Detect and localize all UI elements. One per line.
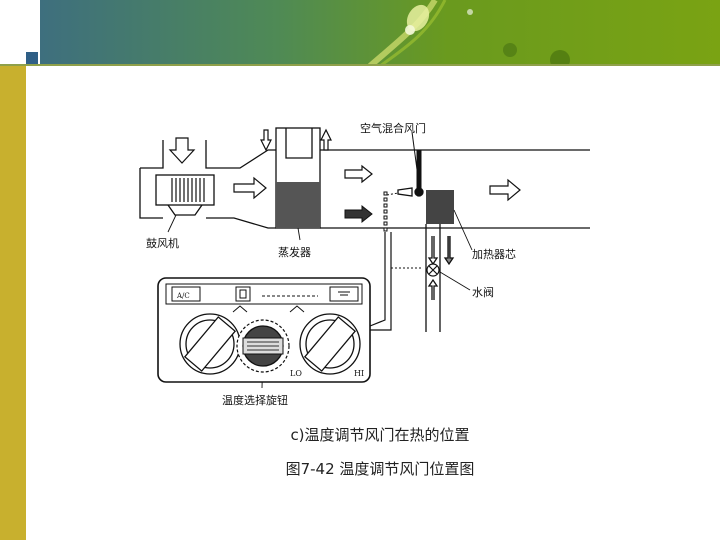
sub-caption: c)温度调节风门在热的位置 <box>290 426 470 444</box>
panel-lo-label: LO <box>290 369 302 378</box>
air-mix-door <box>397 131 424 197</box>
heater-core-label: 加热器芯 <box>472 247 516 261</box>
left-accent-bar <box>0 66 26 540</box>
corner-square <box>26 52 38 66</box>
temp-knob-label: 温度选择旋钮 <box>222 393 288 407</box>
evaporator-core <box>276 182 320 228</box>
air-mix-door-label: 空气混合风门 <box>360 121 426 135</box>
blower-label: 鼓风机 <box>146 236 179 250</box>
figure-caption: 图7-42 温度调节风门位置图 <box>285 460 475 478</box>
flow-arrows <box>168 128 521 202</box>
water-pipes <box>425 224 455 332</box>
plant-decoration <box>368 0 570 66</box>
heater-core <box>426 190 454 224</box>
panel-hi-label: HI <box>354 369 364 378</box>
banner-underline <box>0 64 720 66</box>
header-banner <box>40 0 720 66</box>
control-panel <box>157 277 371 383</box>
evaporator-label: 蒸发器 <box>278 245 311 259</box>
panel-ac-label: A/C <box>176 292 190 300</box>
water-valve-label: 水阀 <box>472 285 494 299</box>
blower-vanes <box>171 178 205 202</box>
